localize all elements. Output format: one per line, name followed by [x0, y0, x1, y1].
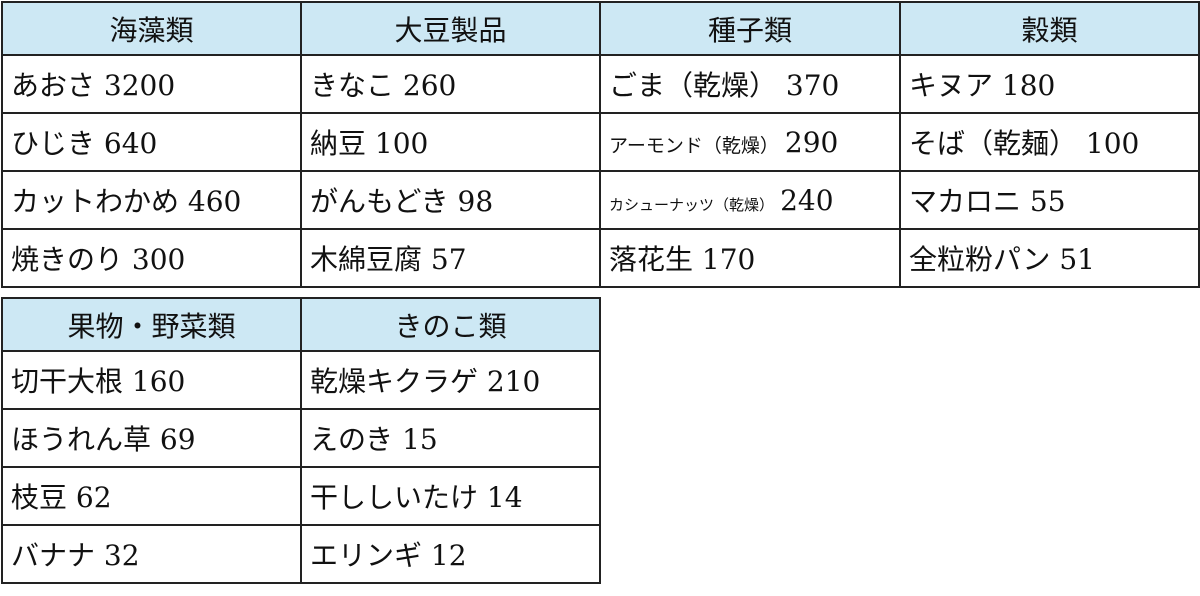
table-cell: カットわかめ 460: [1, 170, 302, 230]
item-name: えのき: [310, 423, 394, 456]
table-cell: がんもどき 98: [300, 170, 601, 230]
table-cell: バナナ 32: [1, 524, 302, 584]
item-name: 枝豆: [11, 481, 68, 514]
item-value: 12: [430, 539, 467, 572]
table-cell: ごま（乾燥） 370: [599, 54, 901, 114]
item-value: 210: [486, 365, 541, 398]
table-cell: 枝豆 62: [1, 466, 302, 526]
header-grains: 穀類: [899, 1, 1200, 56]
table-cell: 木綿豆腐 57: [300, 228, 601, 288]
table-cell: エリンギ 12: [300, 524, 601, 584]
item-name: アーモンド（乾燥）: [609, 134, 779, 157]
table-cell: 乾燥キクラゲ 210: [300, 350, 601, 410]
table-row: 切干大根 160 乾燥キクラゲ 210: [1, 350, 601, 410]
header-soy-products: 大豆製品: [300, 1, 601, 56]
header-row: 海藻類 大豆製品 種子類 穀類: [1, 1, 1200, 56]
table-cell: マカロニ 55: [899, 170, 1200, 230]
item-name: がんもどき: [310, 185, 449, 218]
header-seaweed: 海藻類: [1, 1, 302, 56]
item-value: 240: [780, 183, 834, 217]
header-row: 果物・野菜類 きのこ類: [1, 297, 601, 352]
item-name: 焼きのり: [11, 243, 124, 276]
item-name: 木綿豆腐: [310, 243, 423, 276]
table-cell: あおさ 3200: [1, 54, 302, 114]
item-value: 290: [784, 125, 839, 159]
item-value: 57: [430, 243, 467, 276]
item-name: ごま（乾燥）: [609, 69, 778, 102]
table-row: 枝豆 62 干ししいたけ 14: [1, 466, 601, 526]
table-cell: 焼きのり 300: [1, 228, 302, 288]
header-seeds: 種子類: [599, 1, 901, 56]
item-name: カシューナッツ（乾燥）: [609, 195, 775, 214]
item-name: エリンギ: [310, 539, 423, 572]
table-cell: ほうれん草 69: [1, 408, 302, 468]
item-name: 乾燥キクラゲ: [310, 365, 479, 398]
table-cell: 全粒粉パン 51: [899, 228, 1200, 288]
item-name: 落花生: [609, 243, 694, 276]
item-value: 51: [1059, 243, 1095, 276]
item-name: カットわかめ: [11, 185, 180, 218]
table-row: あおさ 3200 きなこ 260 ごま（乾燥） 370 キヌア 180: [1, 54, 1200, 114]
item-value: 69: [159, 423, 196, 456]
table-row: カットわかめ 460 がんもどき 98 カシューナッツ（乾燥） 240 マカロニ…: [1, 170, 1200, 230]
table-cell: えのき 15: [300, 408, 601, 468]
item-name: きなこ: [310, 69, 395, 102]
table-row: 焼きのり 300 木綿豆腐 57 落花生 170 全粒粉パン 51: [1, 228, 1200, 288]
header-fruits-vegetables: 果物・野菜類: [1, 297, 302, 352]
item-name: バナナ: [11, 539, 96, 572]
item-name: キヌア: [909, 69, 994, 102]
item-value: 98: [457, 185, 494, 218]
item-name: ほうれん草: [11, 423, 152, 456]
food-table-bottom: 果物・野菜類 きのこ類 切干大根 160 乾燥キクラゲ 210 ほうれん草 69…: [1, 297, 601, 584]
item-value: 55: [1029, 185, 1066, 218]
item-value: 640: [103, 127, 158, 160]
item-value: 100: [1085, 127, 1140, 160]
item-value: 370: [785, 69, 840, 102]
table-row: ほうれん草 69 えのき 15: [1, 408, 601, 468]
item-value: 300: [131, 243, 186, 276]
item-value: 15: [402, 423, 438, 456]
item-value: 3200: [103, 69, 176, 102]
item-name: 切干大根: [11, 365, 124, 398]
item-value: 180: [1001, 69, 1056, 102]
table-cell: 干ししいたけ 14: [300, 466, 601, 526]
table-cell: カシューナッツ（乾燥） 240: [599, 170, 901, 230]
header-mushrooms: きのこ類: [300, 297, 601, 352]
item-value: 62: [75, 481, 112, 514]
table-row: ひじき 640 納豆 100 アーモンド（乾燥） 290 そば（乾麺） 100: [1, 112, 1200, 172]
food-table-top: 海藻類 大豆製品 種子類 穀類 あおさ 3200 きなこ 260 ごま（乾燥） …: [1, 1, 1200, 288]
table-cell: そば（乾麺） 100: [899, 112, 1200, 172]
table-cell: 納豆 100: [300, 112, 601, 172]
item-name: ひじき: [11, 127, 96, 160]
table-cell: 切干大根 160: [1, 350, 302, 410]
table-cell: アーモンド（乾燥） 290: [599, 112, 901, 172]
item-value: 14: [486, 481, 523, 514]
item-value: 160: [131, 365, 186, 398]
item-value: 460: [187, 185, 242, 218]
item-name: 納豆: [310, 127, 367, 160]
item-name: 全粒粉パン: [909, 243, 1051, 276]
item-name: マカロニ: [909, 185, 1022, 218]
table-cell: 落花生 170: [599, 228, 901, 288]
item-value: 170: [701, 243, 756, 276]
item-value: 260: [402, 69, 457, 102]
item-value: 100: [374, 127, 429, 160]
table-cell: きなこ 260: [300, 54, 601, 114]
table-cell: ひじき 640: [1, 112, 302, 172]
item-value: 32: [103, 539, 140, 572]
item-name: 干ししいたけ: [310, 481, 479, 514]
item-name: あおさ: [11, 69, 96, 102]
item-name: そば（乾麺）: [909, 127, 1078, 160]
table-cell: キヌア 180: [899, 54, 1200, 114]
table-row: バナナ 32 エリンギ 12: [1, 524, 601, 584]
